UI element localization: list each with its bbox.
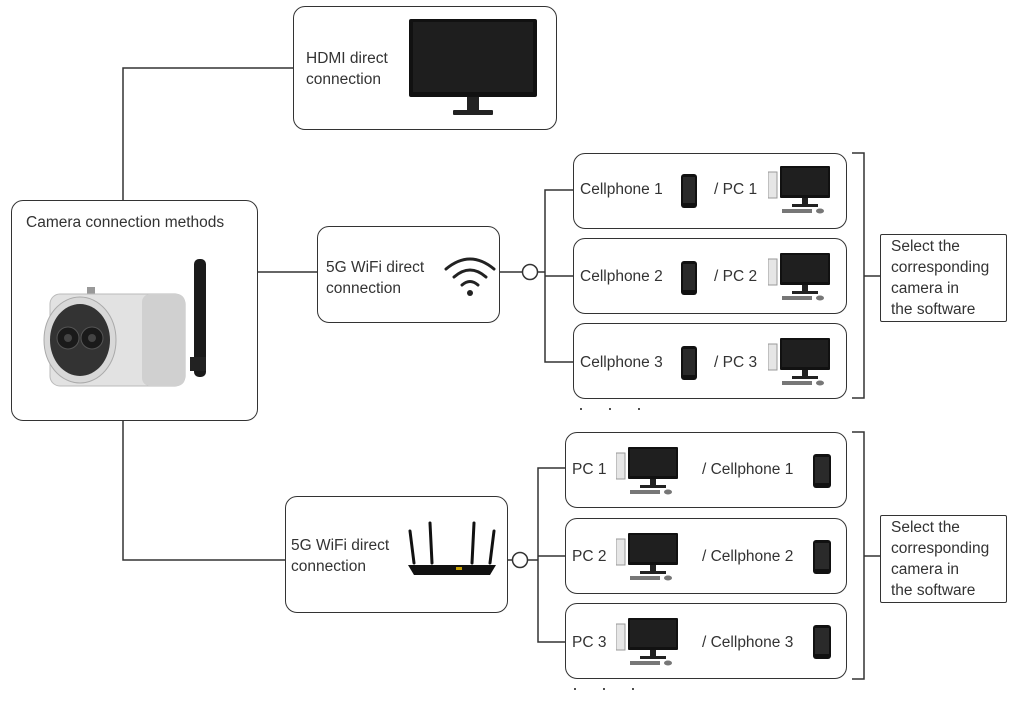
upper-note-line1: Select the [891,238,960,255]
cellphone-icon [681,261,697,295]
router-direct-box: 5G WiFi direct connection [285,496,508,613]
router-icon [408,521,496,575]
lower-note-line3: camera in [891,561,960,578]
lower-row-3-right: / Cellphone 3 [702,634,794,651]
desktop-pc-icon [768,338,830,386]
lower-row-2-right: / Cellphone 2 [702,548,794,565]
desktop-pc-icon [768,253,830,301]
hdmi-label-line1: HDMI direct [306,50,388,67]
lower-row-1-right: / Cellphone 1 [702,461,794,478]
upper-row-2-right: / PC 2 [714,268,758,285]
upper-row-2-left: Cellphone 2 [580,268,663,285]
wifi-label-line1: 5G WiFi direct [326,259,425,276]
wifi-direct-box: 5G WiFi direct connection [317,226,500,323]
monitor-icon [409,19,537,115]
desktop-pc-icon [616,447,678,495]
wifi-label-line2: connection [326,280,401,297]
desktop-pc-icon [616,618,678,666]
upper-row-1: Cellphone 1 / PC 1 [573,153,847,229]
lower-row-2-left: PC 2 [572,548,607,565]
desktop-pc-icon [616,533,678,581]
router-label-line2: connection [291,558,366,575]
cellphone-icon [813,454,831,488]
desktop-pc-icon [768,166,830,214]
upper-row-3: Cellphone 3 / PC 3 [573,323,847,399]
camera-box-title: Camera connection methods [26,214,225,231]
lower-note-box: Select the corresponding camera in the s… [880,515,1007,603]
upper-note-line2: corresponding [891,259,990,276]
lower-row-3: PC 3 / Cellphone 3 [565,603,847,679]
lower-note-line1: Select the [891,519,960,536]
upper-note-line3: camera in [891,280,960,297]
cellphone-icon [681,346,697,380]
cellphone-icon [813,540,831,574]
cellphone-icon [681,174,697,208]
upper-note-box: Select the corresponding camera in the s… [880,234,1007,322]
lower-row-1: PC 1 / Cellphone 1 [565,432,847,508]
lower-note-line2: corresponding [891,540,990,557]
upper-more-indicator: · · · [578,398,651,418]
hdmi-connection-box: HDMI direct connection [293,6,557,130]
upper-row-3-right: / PC 3 [714,354,758,371]
lower-more-indicator: · · · [572,678,645,698]
camera-box: Camera connection methods [11,200,258,421]
lower-row-1-left: PC 1 [572,461,607,478]
lower-row-2: PC 2 / Cellphone 2 [565,518,847,594]
lower-note-line4: the software [891,582,976,599]
upper-row-1-right: / PC 1 [714,181,758,198]
cellphone-icon [813,625,831,659]
lower-row-3-left: PC 3 [572,634,607,651]
camera-device-icon [43,259,206,387]
upper-row-2: Cellphone 2 / PC 2 [573,238,847,314]
upper-row-1-left: Cellphone 1 [580,181,663,198]
wifi-icon [444,257,496,296]
router-label-line1: 5G WiFi direct [291,537,390,554]
upper-row-3-left: Cellphone 3 [580,354,663,371]
upper-note-line4: the software [891,301,976,318]
hdmi-label-line2: connection [306,71,381,88]
